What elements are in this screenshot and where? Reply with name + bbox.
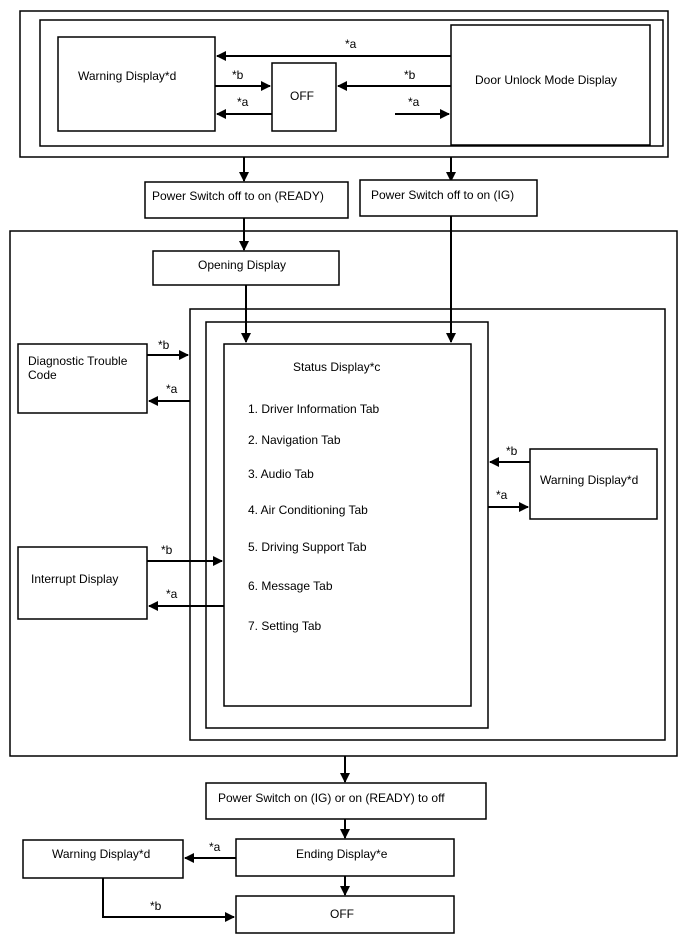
ending-display-box xyxy=(235,838,455,877)
dtc-label-b: *b xyxy=(158,338,170,352)
top-warning-display-box xyxy=(57,36,216,132)
top-off-box xyxy=(271,62,337,132)
off-bottom-label: OFF xyxy=(330,907,354,921)
off-bottom-box xyxy=(235,895,455,934)
top-off-label: OFF xyxy=(290,89,314,103)
power-on-ig-box xyxy=(359,179,538,217)
opening-display-label: Opening Display xyxy=(198,258,286,272)
bottom-label-b: *b xyxy=(150,899,162,913)
label-b-left: *b xyxy=(232,68,244,82)
tab-driving-support: 5. Driving Support Tab xyxy=(248,540,367,554)
middle-frame-2 xyxy=(205,321,489,729)
power-on-ready-label: Power Switch off to on (READY) xyxy=(152,189,324,203)
warning-right-label-b: *b xyxy=(506,444,518,458)
status-display-box xyxy=(223,343,472,707)
dtc-label-line2: Code xyxy=(28,368,57,382)
door-unlock-label: Door Unlock Mode Display xyxy=(475,73,617,87)
tab-message: 6. Message Tab xyxy=(248,579,333,593)
ending-display-label: Ending Display*e xyxy=(296,847,388,861)
warning-bottom-box xyxy=(22,839,184,879)
dtc-label-a: *a xyxy=(166,382,178,396)
arrow-warning-to-off-bottom xyxy=(102,878,235,922)
tab-audio: 3. Audio Tab xyxy=(248,467,314,481)
label-a-top: *a xyxy=(345,37,357,51)
dtc-label-line1: Diagnostic Trouble xyxy=(28,354,128,368)
top-warning-display-label: Warning Display*d xyxy=(78,69,176,83)
top-outer-frame xyxy=(19,10,669,158)
power-off-label: Power Switch on (IG) or on (READY) to of… xyxy=(218,791,445,805)
bottom-label-a: *a xyxy=(209,840,221,854)
warning-right-label: Warning Display*d xyxy=(540,473,638,487)
label-b-right: *b xyxy=(404,68,416,82)
middle-frame-1 xyxy=(189,308,666,741)
interrupt-display-label: Interrupt Display xyxy=(31,572,118,586)
warning-bottom-label: Warning Display*d xyxy=(52,847,150,861)
warning-right-box xyxy=(529,448,658,520)
power-on-ready-box xyxy=(144,181,349,219)
power-on-ig-label: Power Switch off to on (IG) xyxy=(371,188,514,202)
top-inner-frame xyxy=(39,19,664,147)
tab-driver-information: 1. Driver Information Tab xyxy=(248,402,379,416)
label-a-right: *a xyxy=(408,95,420,109)
status-display-title: Status Display*c xyxy=(293,360,380,374)
power-off-box xyxy=(205,782,487,820)
warning-right-label-a: *a xyxy=(496,488,508,502)
dtc-box xyxy=(17,343,148,414)
interrupt-label-b: *b xyxy=(161,543,173,557)
interrupt-display-box xyxy=(17,546,148,620)
tab-setting: 7. Setting Tab xyxy=(248,619,321,633)
label-a-left: *a xyxy=(237,95,249,109)
tab-navigation: 2. Navigation Tab xyxy=(248,433,341,447)
interrupt-label-a: *a xyxy=(166,587,178,601)
tab-air-conditioning: 4. Air Conditioning Tab xyxy=(248,503,368,517)
middle-outer-frame xyxy=(9,230,678,757)
